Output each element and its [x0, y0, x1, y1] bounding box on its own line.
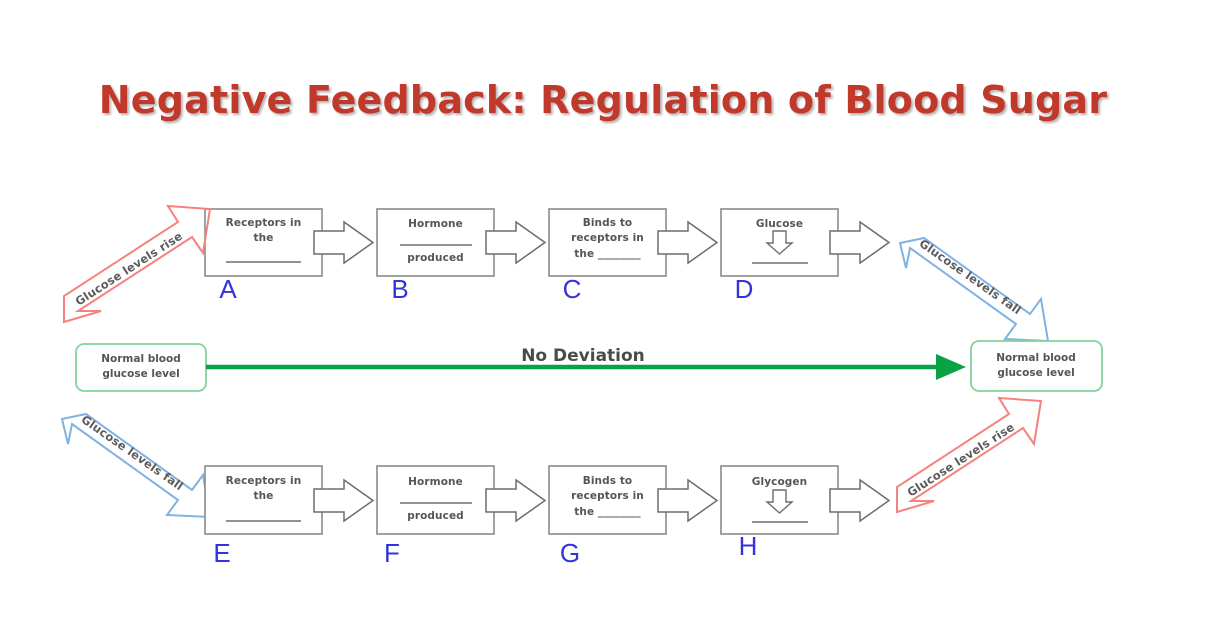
- step-letter-g: G: [560, 538, 580, 568]
- step-letter-e: E: [213, 538, 230, 568]
- step-f-line1: Hormone: [408, 476, 463, 488]
- normal-right-line2: glucose level: [997, 367, 1074, 379]
- normal-right-line1: Normal blood: [996, 352, 1076, 364]
- glucose-levels-fall-label-top: Glucose levels fall: [917, 236, 1024, 317]
- step-g-line1: Binds to: [583, 475, 633, 487]
- step-box-d[interactable]: Glucose: [720, 208, 839, 277]
- step-box-h[interactable]: Glycogen: [720, 465, 839, 535]
- step-b-line3: produced: [407, 252, 464, 264]
- step-a-line2: the: [254, 232, 274, 244]
- connector-e-f: [313, 478, 375, 523]
- glucose-levels-rise-label-top: Glucose levels rise: [73, 229, 185, 309]
- step-h-line1: Glycogen: [752, 476, 807, 488]
- step-letter-f: F: [384, 538, 400, 568]
- normal-left-line1: Normal blood: [101, 353, 181, 365]
- step-box-c[interactable]: Binds to receptors in the ________: [548, 208, 667, 277]
- connector-h-out: [829, 478, 891, 523]
- step-box-f[interactable]: Hormone produced: [376, 465, 495, 535]
- connector-g-h: [657, 478, 719, 523]
- step-c-line1: Binds to: [583, 217, 633, 229]
- step-d-line1: Glucose: [756, 218, 803, 230]
- connector-c-d: [657, 220, 719, 265]
- down-block-arrow-icon-h: [765, 489, 794, 514]
- glucose-levels-rise-label-bottom: Glucose levels rise: [905, 420, 1017, 500]
- step-b-line1: Hormone: [408, 218, 463, 230]
- glucose-levels-fall-arrow-bottom: Glucose levels fall: [60, 412, 212, 519]
- step-letter-c: C: [563, 274, 582, 304]
- step-e-line2: the: [254, 490, 274, 502]
- step-box-b[interactable]: Hormone produced: [376, 208, 495, 277]
- step-letter-a: A: [219, 274, 237, 304]
- step-g-line3: the ________: [574, 506, 641, 518]
- down-block-arrow-icon: [765, 230, 794, 255]
- step-letter-b: B: [391, 274, 408, 304]
- step-a-line1: Receptors in: [226, 217, 302, 229]
- step-box-a[interactable]: Receptors in the: [204, 208, 323, 277]
- connector-a-b: [313, 220, 375, 265]
- normal-glucose-node-right[interactable]: Normal blood glucose level: [970, 340, 1103, 392]
- no-deviation-label: No Deviation: [521, 346, 645, 366]
- step-letter-d: D: [735, 274, 754, 304]
- no-deviation-arrow: [206, 354, 966, 380]
- glucose-levels-fall-label-bottom: Glucose levels fall: [79, 412, 186, 493]
- normal-glucose-node-left[interactable]: Normal blood glucose level: [75, 343, 207, 392]
- connector-d-out: [829, 220, 891, 265]
- step-letter-h: H: [739, 531, 758, 561]
- glucose-levels-rise-arrow-bottom: Glucose levels rise: [896, 396, 1043, 514]
- step-e-line1: Receptors in: [226, 475, 302, 487]
- step-c-line3: the ________: [574, 248, 641, 260]
- glucose-levels-rise-arrow-top: Glucose levels rise: [63, 204, 212, 324]
- connector-b-c: [485, 220, 547, 265]
- connector-f-g: [485, 478, 547, 523]
- page-title: Negative Feedback: Regulation of Blood S…: [98, 78, 1108, 122]
- step-g-line2: receptors in: [571, 490, 644, 502]
- step-c-line2: receptors in: [571, 232, 644, 244]
- glucose-levels-fall-arrow-top: Glucose levels fall: [898, 236, 1050, 343]
- step-f-line3: produced: [407, 510, 464, 522]
- step-box-e[interactable]: Receptors in the: [204, 465, 323, 535]
- normal-left-line2: glucose level: [102, 368, 179, 380]
- step-box-g[interactable]: Binds to receptors in the ________: [548, 465, 667, 535]
